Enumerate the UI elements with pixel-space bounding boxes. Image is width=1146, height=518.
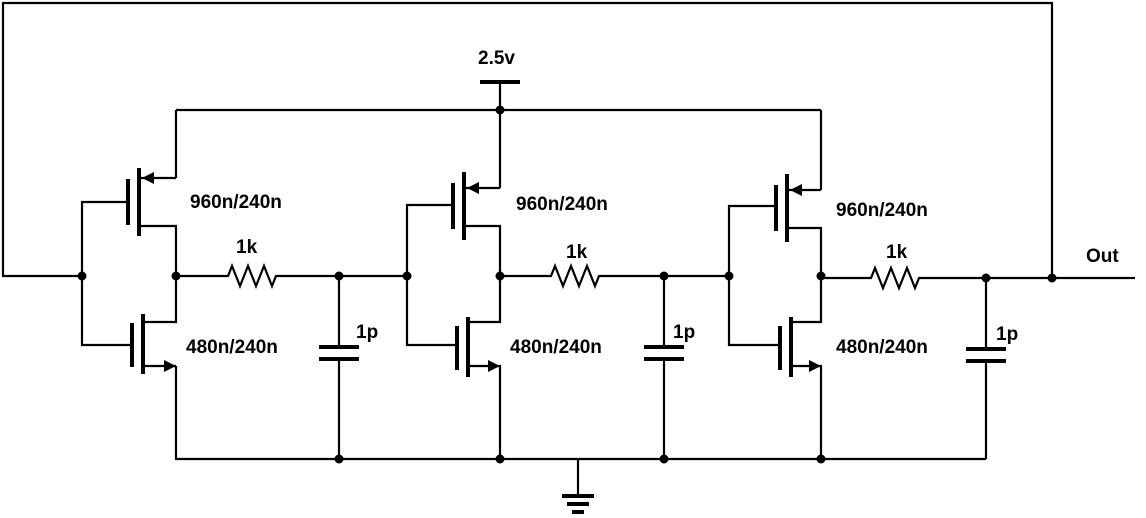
capacitor-3 — [966, 278, 1006, 459]
supply-rail — [174, 80, 823, 190]
output-wire — [986, 273, 1135, 283]
pmos-transistor-3 — [774, 174, 823, 276]
nmos-transistor-1 — [130, 276, 178, 374]
nmos-transistor-2 — [455, 276, 502, 459]
output-label: Out — [1086, 246, 1119, 267]
capacitor-label-1: 1p — [356, 322, 378, 343]
inverter-stage-2: 960n/240n 480n/240n 1k 1p — [402, 172, 729, 459]
pmos-transistor-2 — [451, 172, 502, 276]
ground-rail — [174, 366, 986, 514]
pmos-size-label-1: 960n/240n — [190, 192, 282, 213]
resistor-label-2: 1k — [566, 242, 588, 263]
nmos-size-label-3: 480n/240n — [836, 337, 928, 358]
nmos-size-label-1: 480n/240n — [186, 337, 278, 358]
inverter-stage-3: 960n/240n 480n/240n 1k 1p — [724, 174, 1018, 459]
nmos-size-label-2: 480n/240n — [510, 337, 602, 358]
supply-voltage-label: 2.5v — [478, 48, 515, 69]
capacitor-label-2: 1p — [673, 322, 695, 343]
resistor-1 — [176, 263, 339, 289]
pmos-size-label-3: 960n/240n — [836, 200, 928, 221]
capacitor-label-3: 1p — [996, 324, 1018, 345]
feedback-wire — [1, 1, 1054, 278]
resistor-3 — [821, 265, 986, 291]
resistor-2 — [500, 263, 664, 289]
inverter-stage-1: 960n/240n 480n/240n 1k 1p — [77, 168, 407, 459]
capacitor-2 — [644, 276, 684, 459]
pmos-transistor-1 — [126, 168, 178, 276]
pmos-size-label-2: 960n/240n — [516, 194, 608, 215]
capacitor-1 — [319, 276, 359, 459]
resistor-label-3: 1k — [886, 242, 908, 263]
nmos-transistor-3 — [778, 276, 823, 459]
resistor-label-1: 1k — [236, 237, 258, 258]
